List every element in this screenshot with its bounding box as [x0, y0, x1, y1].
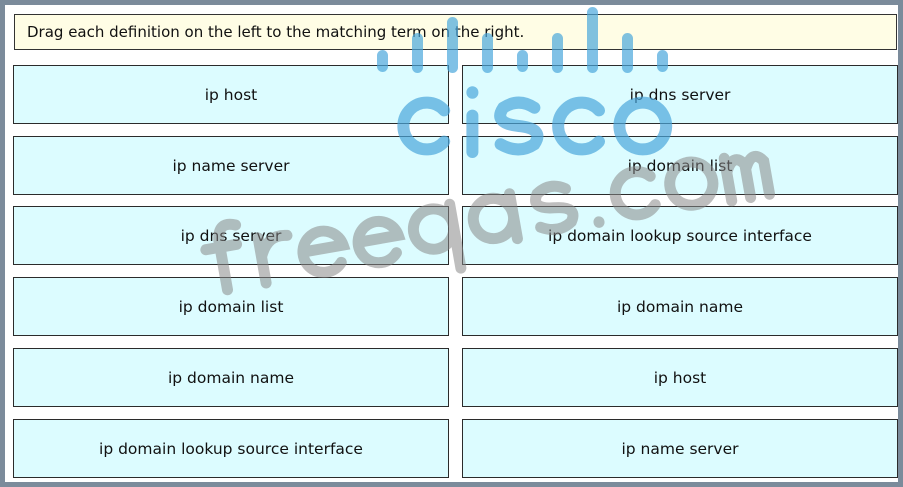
item-label: ip domain list	[178, 297, 284, 316]
draggable-definition[interactable]: ip dns server	[13, 206, 449, 265]
item-label: ip domain list	[627, 156, 733, 175]
item-label: ip name server	[172, 156, 290, 175]
item-label: ip domain name	[167, 368, 294, 387]
item-label: ip host	[204, 85, 258, 104]
drop-target-term[interactable]: ip host	[462, 348, 898, 407]
item-label: ip dns server	[180, 226, 282, 245]
drop-target-term[interactable]: ip dns server	[462, 65, 898, 124]
draggable-definition[interactable]: ip name server	[13, 136, 449, 195]
item-label: ip host	[653, 368, 707, 387]
drop-target-term[interactable]: ip name server	[462, 419, 898, 478]
item-label: ip domain name	[616, 297, 743, 316]
drop-target-term[interactable]: ip domain lookup source interface	[462, 206, 898, 265]
item-label: ip dns server	[629, 85, 731, 104]
draggable-definition[interactable]: ip domain list	[13, 277, 449, 336]
drop-target-term[interactable]: ip domain list	[462, 136, 898, 195]
item-label: ip domain lookup source interface	[99, 439, 363, 458]
draggable-definition[interactable]: ip domain name	[13, 348, 449, 407]
draggable-definition[interactable]: ip domain lookup source interface	[13, 419, 449, 478]
instruction-text: Drag each definition on the left to the …	[14, 14, 897, 50]
drag-drop-panel: Drag each definition on the left to the …	[5, 5, 898, 482]
item-label: ip name server	[621, 439, 739, 458]
drop-target-term[interactable]: ip domain name	[462, 277, 898, 336]
item-label: ip domain lookup source interface	[548, 226, 812, 245]
draggable-definition[interactable]: ip host	[13, 65, 449, 124]
